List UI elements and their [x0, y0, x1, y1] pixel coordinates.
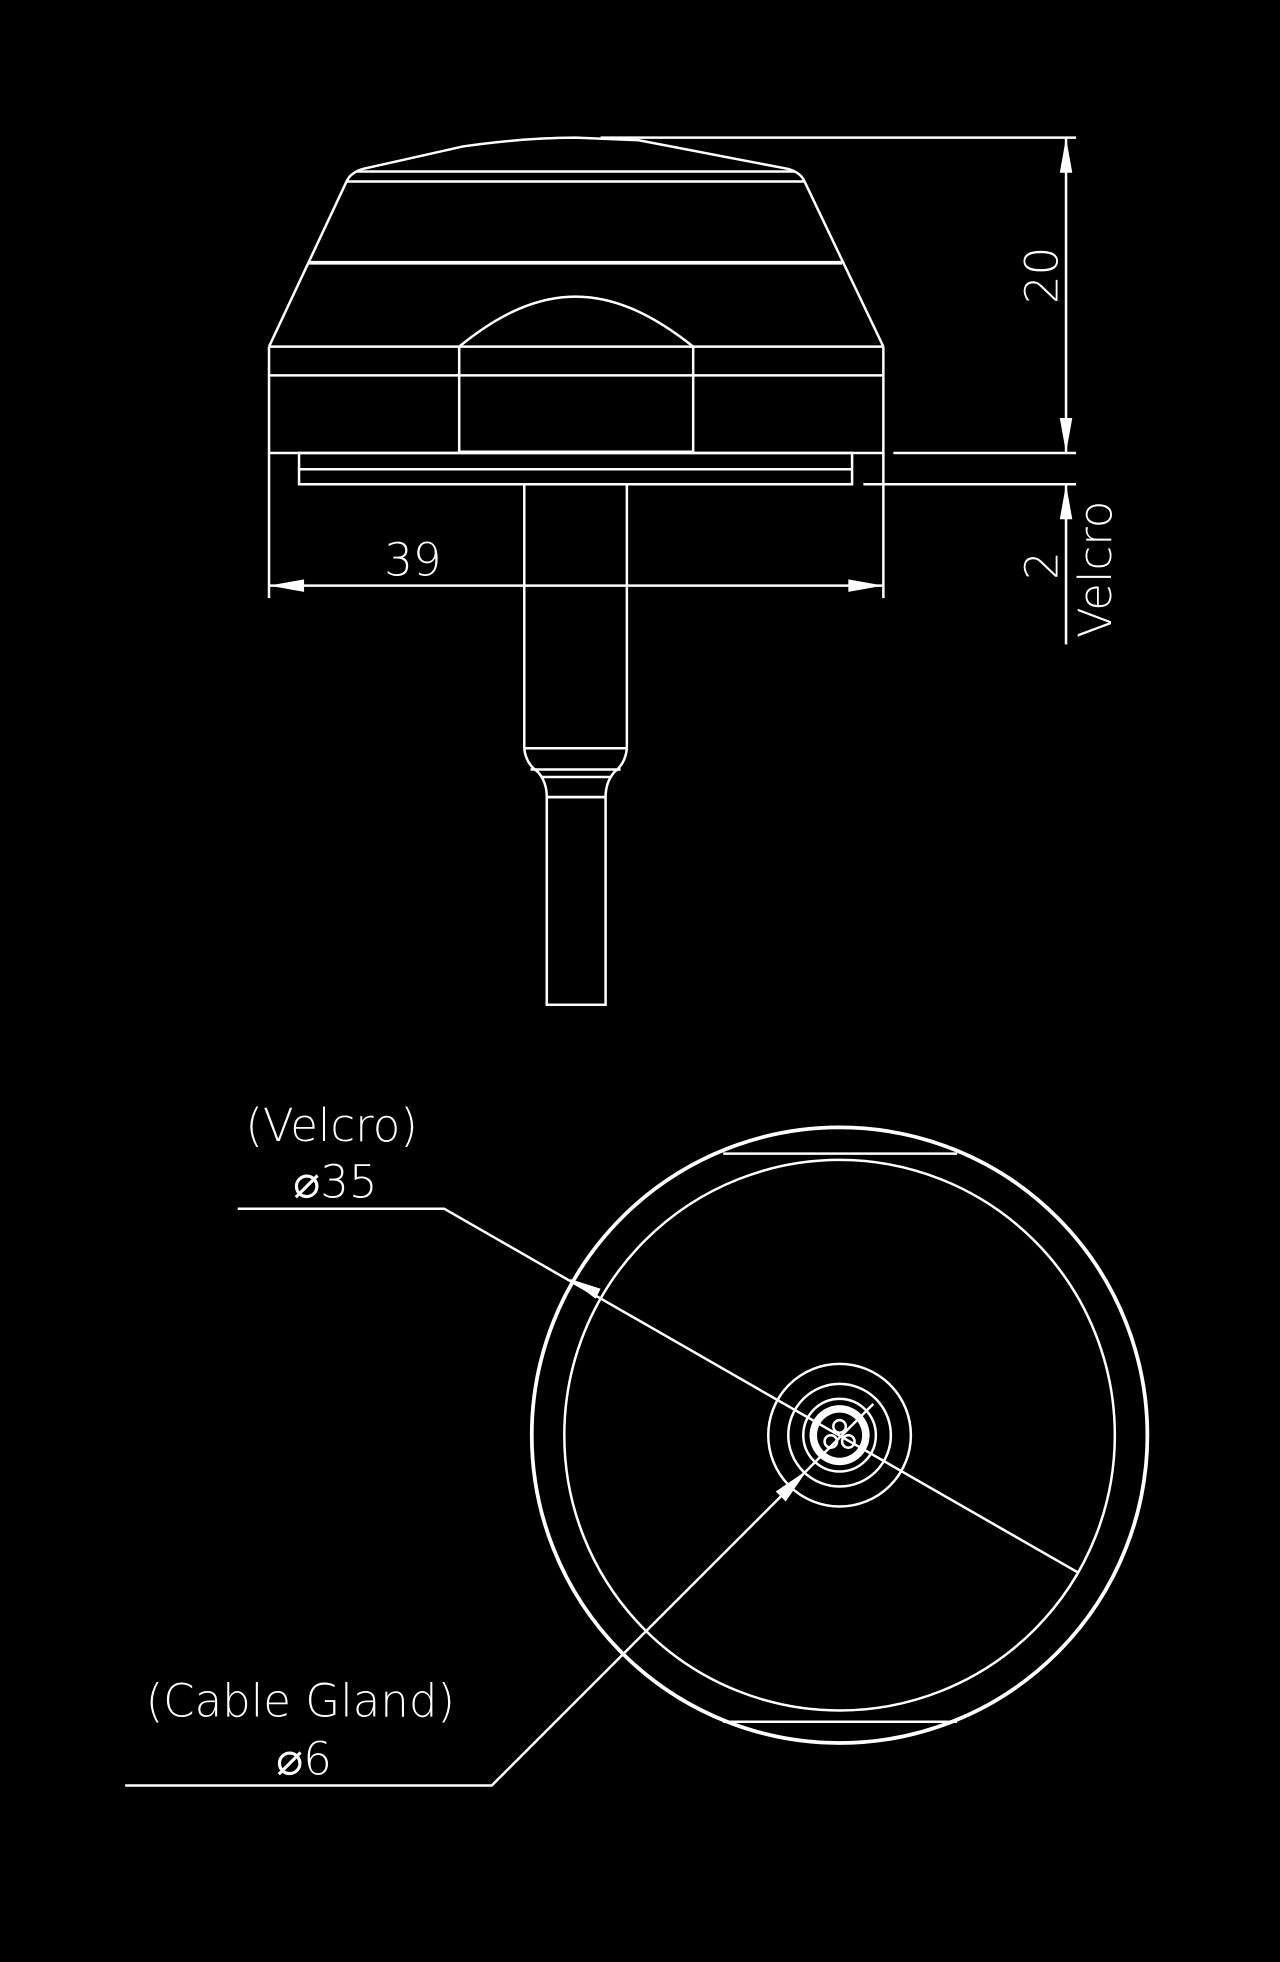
- height-dim-label: 20: [1015, 247, 1068, 304]
- width-dimension: 39: [267, 452, 885, 599]
- velcro-label: (Velcro): [245, 1099, 417, 1152]
- height-dimension: 20 2 Velcro: [600, 136, 1122, 645]
- cable: [523, 484, 629, 1007]
- connector-dome: [458, 295, 694, 348]
- velcro-dim-label: 2: [1015, 551, 1068, 580]
- velcro-diameter: ⌀35: [293, 1155, 377, 1208]
- cable-gland-label: (Cable Gland): [146, 1675, 455, 1728]
- side-view: 39 20 2 Velcro: [267, 136, 1122, 1007]
- width-dim-label: 39: [384, 534, 441, 587]
- cable-gland-leader: (Cable Gland) ⌀6: [125, 1403, 875, 1787]
- outer-circle: [529, 1125, 1150, 1745]
- velcro-circle: [563, 1158, 1117, 1712]
- dome-top: [345, 136, 806, 183]
- cable-gland-diameter: ⌀6: [276, 1732, 332, 1785]
- velcro-leader: (Velcro) ⌀35: [237, 1099, 1080, 1574]
- top-view: (Velcro) ⌀35 (Cable Gland) ⌀6: [125, 1099, 1150, 1787]
- velcro-side-label: Velcro: [1069, 501, 1122, 638]
